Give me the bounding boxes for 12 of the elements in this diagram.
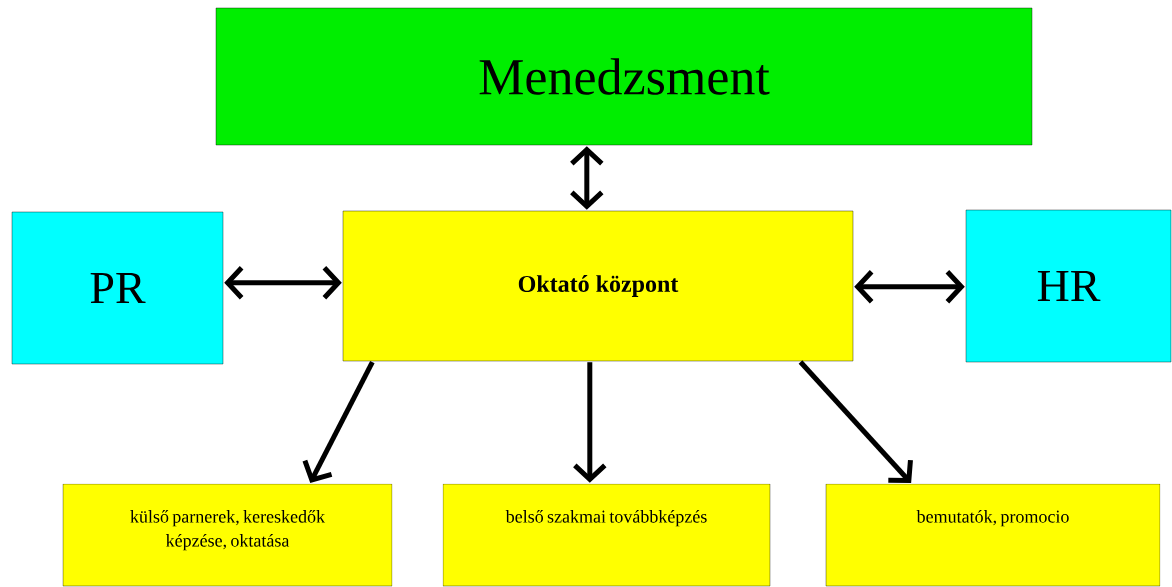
center-box: Oktató központ xyxy=(342,210,854,362)
side-box: HR xyxy=(965,209,1172,363)
task-box: bemutatók, promocio xyxy=(825,483,1161,587)
arrow xyxy=(854,270,965,304)
arrow xyxy=(798,360,913,484)
title-box: Menedzsment xyxy=(215,7,1033,146)
arrow xyxy=(224,266,342,300)
task-box: belső szakmai továbbképzés xyxy=(442,483,771,587)
side-box: PR xyxy=(11,211,224,365)
task-box: külső parnerek, kereskedők képzése, oktatása xyxy=(62,483,393,587)
arrow xyxy=(573,362,607,483)
arrow xyxy=(302,360,375,483)
